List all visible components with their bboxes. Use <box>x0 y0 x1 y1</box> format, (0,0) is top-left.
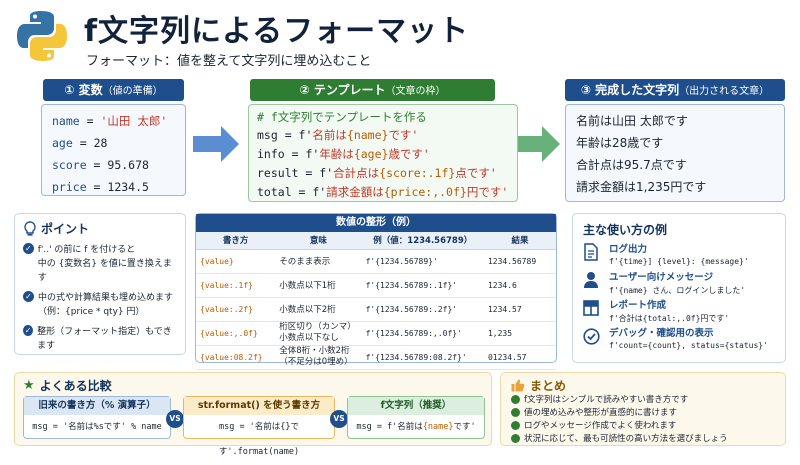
use-item: ログ出力 f'{time}] {level}: {message}' <box>609 244 749 266</box>
step-1-sub: （値の準備） <box>102 86 163 97</box>
table-title: 数値の整形（例） <box>196 214 556 232</box>
use-item: ユーザー向けメッセージ f'{name} さん、ログインしました' <box>609 272 746 295</box>
compare-panel: ★ よくある比較 旧来の書き方（% 演算子） msg = '名前は%sです' %… <box>14 372 492 457</box>
step-2-number: ② <box>299 83 310 97</box>
step-1-label: 変数 <box>78 83 103 97</box>
arrow-right-icon <box>518 126 560 162</box>
table-header-cell: 書き方 <box>196 232 276 250</box>
point-item: ✓中の式や計算結果も埋め込めます （例：{price * qty} 円） <box>23 291 177 319</box>
python-logo-icon <box>17 11 67 61</box>
output-line: 年齢は28歳です <box>576 136 664 150</box>
uses-panel: 主な使い方の例 ログ出力 f'{time}] {level}: {message… <box>572 213 786 363</box>
step-3-header: ③ 完成した文字列（出力される文章） <box>565 79 785 101</box>
step-3-number: ③ <box>580 83 591 97</box>
table-row: {value:08.2f}全体8桁・小数2桁 （不足分は0埋め）f'{1234.… <box>196 345 556 370</box>
table-header-cell: 結果 <box>483 232 556 250</box>
output-line: 請求金額は1,235円です <box>576 180 707 194</box>
grid-icon <box>583 300 599 316</box>
variable-line: age = 28 <box>52 136 108 150</box>
template-box: # f文字列でテンプレートを作る msg = f'名前は{name}です' in… <box>248 104 518 202</box>
format-table-panel: 数値の整形（例） 書き方 意味 例（値：1234.56789） 結果 {valu… <box>195 213 557 370</box>
variables-box: name = '山田 太郎' age = 28 score = 95.678 p… <box>41 104 186 196</box>
use-item: デバッグ・確認用の表示 f'count={count}, status={sta… <box>609 328 768 350</box>
step-2-header: ② テンプレート（文章の枠） <box>250 79 495 101</box>
template-line: total = f'請求金額は{price:,.0f}円です' <box>257 185 509 199</box>
table-header-cell: 意味 <box>275 232 362 250</box>
variable-line: name = '山田 太郎' <box>52 114 168 128</box>
point-item: ✓整形（フォーマット指定）もできます <box>23 325 172 351</box>
step-1-number: ① <box>64 83 75 97</box>
check-icon: ✓ <box>23 325 34 336</box>
check-icon: ✓ <box>23 243 34 254</box>
output-line: 合計点は95.7点です <box>576 158 687 172</box>
variable-line: price = 1234.5 <box>52 180 149 194</box>
bullet-icon <box>511 395 520 404</box>
points-header: ポイント <box>23 220 177 237</box>
lightbulb-icon <box>24 220 36 236</box>
point-item: ✓f'..' の前に f を付けると 中の {変数名} を値に置き換えます <box>23 243 172 283</box>
table-header-row: 書き方 意味 例（値：1234.56789） 結果 <box>196 232 556 250</box>
step-3-sub: （出力される文章） <box>679 86 770 97</box>
summary-item: f文字列はシンプルで読みやすい書き方です <box>511 394 775 407</box>
star-icon: ★ <box>23 378 35 393</box>
step-3-label: 完成した文字列 <box>595 83 680 97</box>
compare-fstring: f文字列（推奨） msg = f'名前は{name}です' <box>347 396 485 439</box>
step-1-header: ① 変数（値の準備） <box>43 79 184 101</box>
vs-badge: VS <box>166 410 184 428</box>
step-2-sub: （文章の枠） <box>385 86 446 97</box>
compare-title: よくある比較 <box>39 379 112 393</box>
summary-item: 値の埋め込みや整形が直感的に書けます <box>511 407 775 420</box>
points-title: ポイント <box>41 222 90 236</box>
points-panel: ポイント ✓f'..' の前に f を付けると 中の {変数名} を値に置き換え… <box>14 213 186 355</box>
output-box: 名前は山田 太郎です 年齢は28歳です 合計点は95.7点です 請求金額は1,2… <box>565 104 785 202</box>
compare-old: 旧来の書き方（% 演算子） msg = '名前は%sです' % name <box>23 396 171 439</box>
compare-header: ★ よくある比較 <box>23 377 112 394</box>
bullet-icon <box>511 434 520 443</box>
user-icon <box>584 272 598 288</box>
summary-title: まとめ <box>530 379 567 393</box>
summary-item: ログやメッセージ作成でよく使われます <box>511 420 775 433</box>
check-icon: ✓ <box>23 291 34 302</box>
bullet-icon <box>511 408 520 417</box>
bullet-icon <box>511 421 520 430</box>
variable-line: score = 95.678 <box>52 158 149 172</box>
table-header-cell: 例（値：1234.56789） <box>361 232 484 250</box>
template-line: result = f'合計点は{score:.1f}点です' <box>257 166 497 180</box>
template-line: msg = f'名前は{name}です' <box>257 128 419 142</box>
step-2-label: テンプレート <box>313 83 386 97</box>
use-item: レポート作成 f'合計は{total:,.0f}円です' <box>609 300 730 323</box>
page-subtitle: フォーマット：値を整えて文字列に埋め込むこと <box>86 54 372 69</box>
summary-header: まとめ <box>511 377 775 394</box>
output-line: 名前は山田 太郎です <box>576 114 688 128</box>
compare-format: str.format() を使う書き方 msg = '名前は{}です'.form… <box>183 396 335 457</box>
arrow-right-icon <box>193 126 239 162</box>
thumbs-up-icon <box>511 379 525 392</box>
uses-title: 主な使い方の例 <box>583 223 668 237</box>
summary-panel: まとめ f文字列はシンプルで読みやすい書き方です 値の埋め込みや整形が直感的に書… <box>500 372 786 446</box>
vs-badge: VS <box>330 410 348 428</box>
summary-item: 状況に応じて、最も可読性の高い方法を選びましょう <box>511 433 775 446</box>
document-icon <box>584 243 598 261</box>
page-title: f文字列によるフォーマット <box>84 14 470 49</box>
check-circle-icon <box>583 328 600 345</box>
template-comment: # f文字列でテンプレートを作る <box>257 110 427 124</box>
template-line: info = f'年齢は{age}歳です' <box>257 147 430 161</box>
